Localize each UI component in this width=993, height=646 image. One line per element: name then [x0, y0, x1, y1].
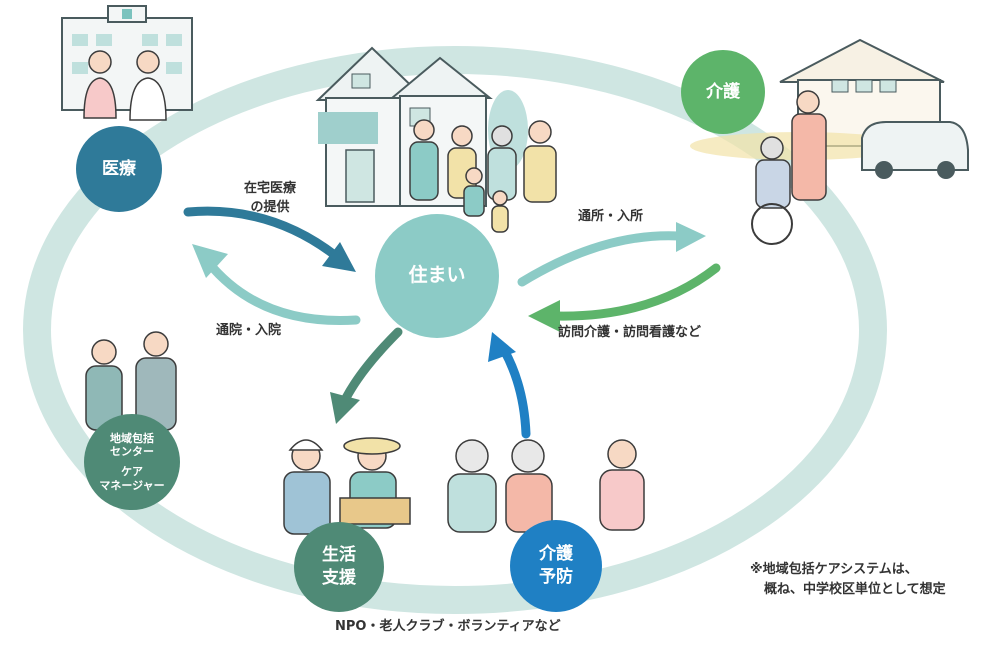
hospital-label: 通院・入院 [216, 323, 282, 338]
regional-center-node: 地域包括 センター ケア マネージャー [84, 414, 180, 510]
medical-label: 医療 [102, 158, 136, 179]
doctor-figure [129, 50, 167, 121]
center-label-3: ケア [121, 465, 143, 478]
hospital-icon [61, 5, 193, 111]
van-icon [861, 121, 969, 179]
facility-label: 通所・入所 [578, 209, 644, 224]
center-label-1: 地域包括 [110, 431, 154, 445]
medical-node: 医療 [76, 126, 162, 212]
arrow-life-support [330, 327, 403, 424]
center-label-2: センター [110, 445, 154, 459]
center-label-4: マネージャー [99, 478, 165, 492]
visiting-label: 訪問介護・訪問看護など [558, 325, 702, 340]
footnote-line-2: 概ね、中学校区単位として想定 [764, 582, 946, 598]
prevention-label-1: 介護 [539, 544, 573, 565]
housing-node: 住まい [375, 214, 499, 338]
life-support-node: 生活 支援 [294, 522, 384, 612]
wheelchair-figures [751, 90, 827, 245]
worker-figures [283, 437, 411, 535]
arrow-facility [517, 222, 706, 287]
arrow-visiting [528, 263, 721, 332]
arrow-hospital [192, 244, 361, 325]
arrow-home-medical [183, 206, 356, 272]
prevention-node: 介護 予防 [510, 520, 602, 612]
care-label: 介護 [706, 81, 740, 102]
home-medical-label: 在宅医療 の提供 [244, 180, 296, 218]
care-node: 介護 [681, 50, 765, 134]
prevention-label-2: 予防 [539, 567, 573, 587]
housing-label: 住まい [408, 264, 466, 287]
staff-figures [85, 331, 177, 431]
community-ring [23, 46, 887, 614]
footnote: ※地域包括ケアシステムは、 概ね、中学校区単位として想定 [750, 560, 946, 600]
arrow-prevention [488, 332, 531, 439]
life-support-label-2: 支援 [322, 568, 356, 588]
footnote-line-1: ※地域包括ケアシステムは、 [750, 562, 918, 577]
life-support-label-1: 生活 [322, 545, 356, 566]
family-figures [409, 119, 557, 233]
home-medical-label-2: の提供 [250, 199, 290, 215]
senior-figures [447, 439, 645, 533]
nurse-figure [83, 50, 117, 119]
home-medical-label-1: 在宅医療 [244, 181, 297, 196]
npo-label: NPO・老人クラブ・ボランティアなど [335, 619, 561, 634]
